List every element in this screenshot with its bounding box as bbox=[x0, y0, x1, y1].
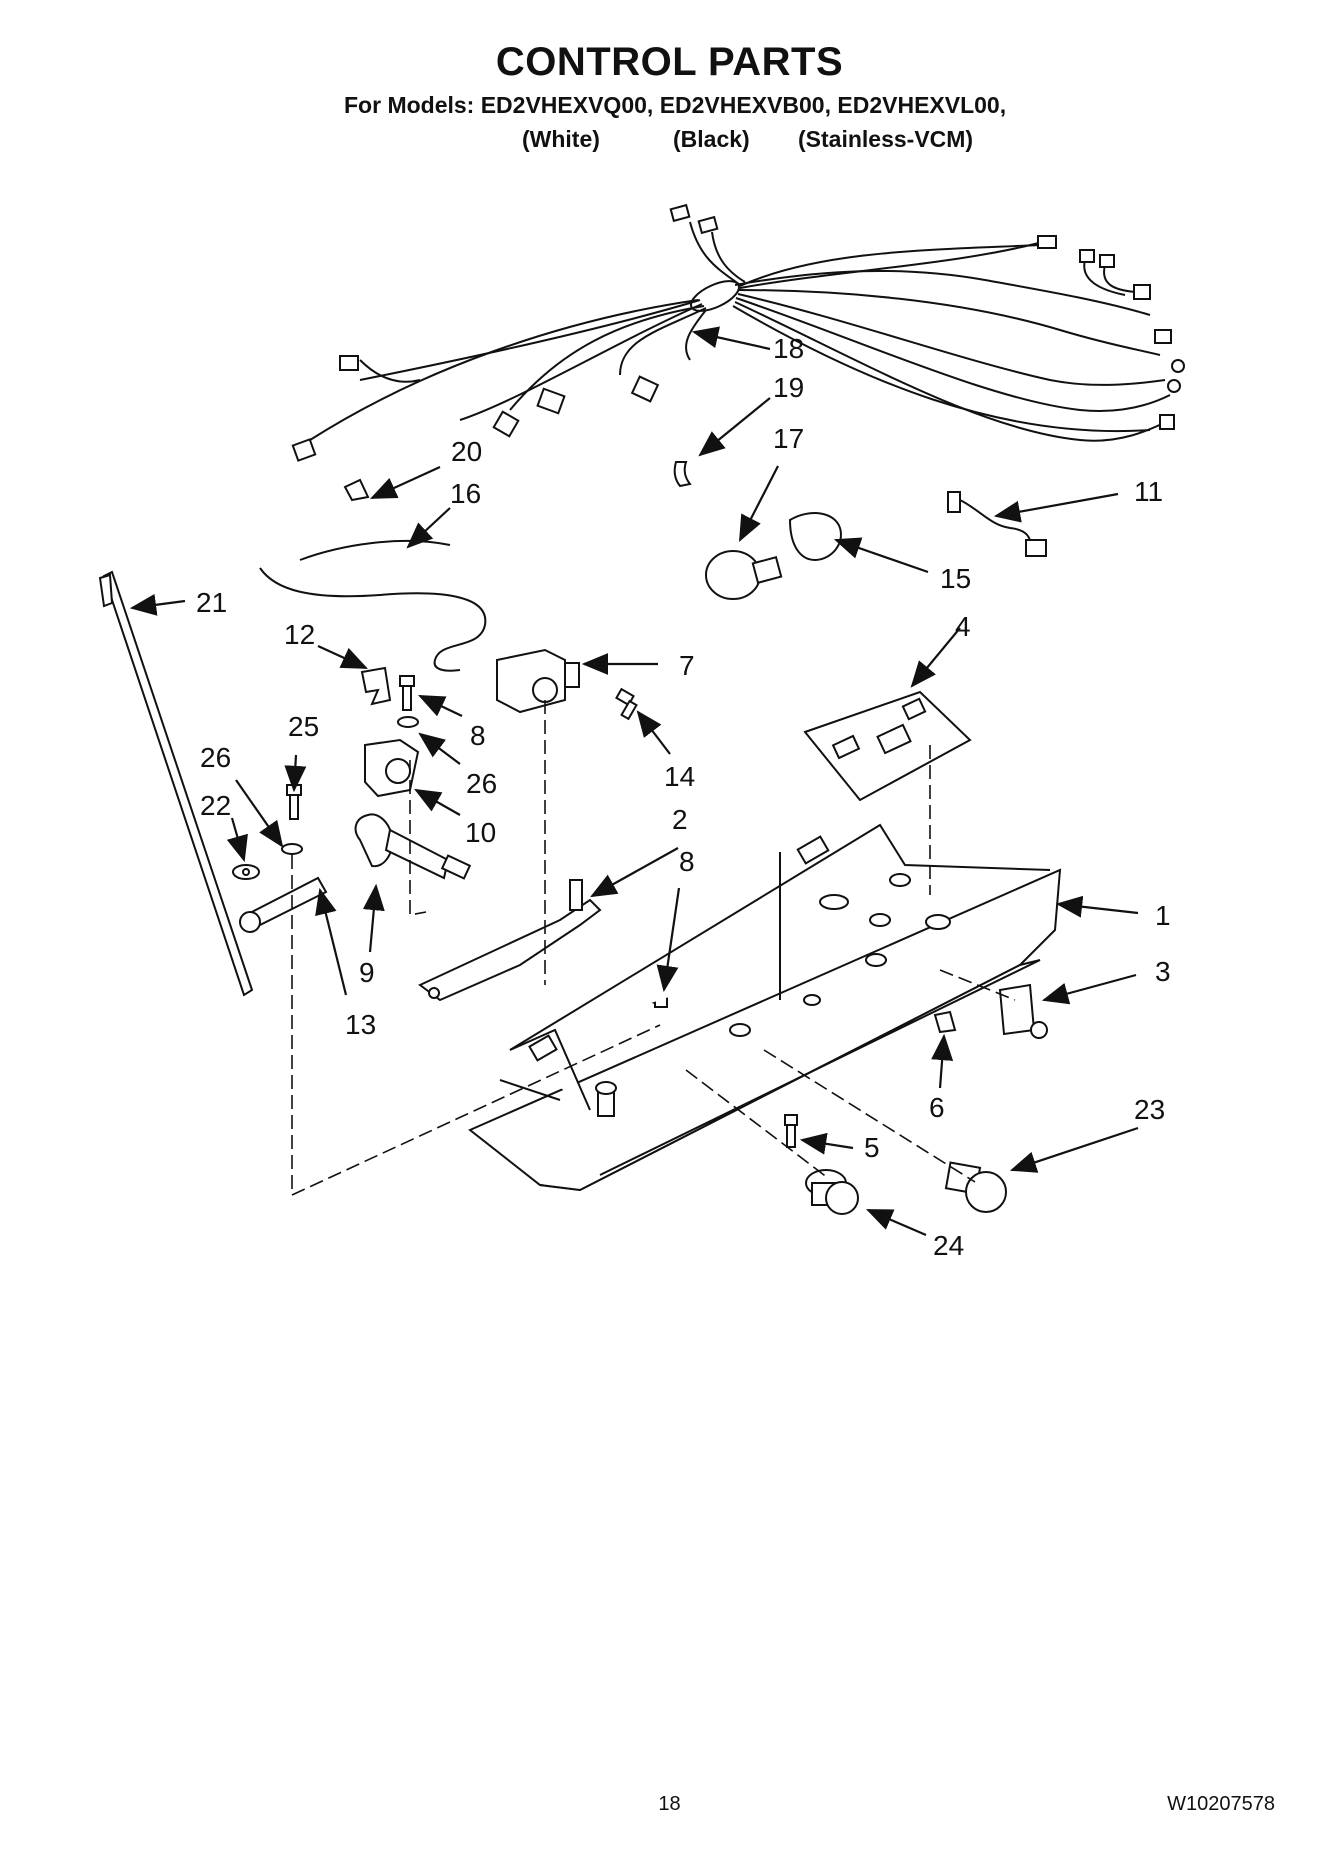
control-housing bbox=[468, 823, 1062, 1192]
page-title: CONTROL PARTS bbox=[495, 40, 844, 84]
callout-22: 22 bbox=[200, 790, 231, 821]
callout-3: 3 bbox=[1155, 956, 1171, 987]
button bbox=[933, 1010, 957, 1034]
thermostat bbox=[496, 648, 580, 714]
callout-1: 1 bbox=[1155, 900, 1171, 931]
lamp-socket bbox=[788, 512, 842, 562]
callout-17: 17 bbox=[773, 423, 804, 454]
tube bbox=[299, 540, 451, 561]
callout-6: 6 bbox=[929, 1092, 945, 1123]
thermostat-bracket bbox=[418, 898, 602, 1002]
callout-12: 12 bbox=[284, 619, 315, 650]
screw-14 bbox=[615, 687, 638, 721]
harness-clip bbox=[673, 461, 692, 488]
callout-23: 23 bbox=[1134, 1094, 1165, 1125]
screw bbox=[399, 675, 415, 711]
callout-21: 21 bbox=[196, 587, 227, 618]
washer bbox=[397, 716, 419, 728]
variant-white: (White) bbox=[522, 126, 600, 152]
callout-7: 7 bbox=[679, 650, 695, 681]
callout-4: 4 bbox=[955, 611, 971, 642]
callout-26a: 26 bbox=[200, 742, 231, 773]
light-bulb bbox=[705, 550, 783, 600]
callout-2: 2 bbox=[672, 804, 688, 835]
wire-clip bbox=[343, 478, 370, 502]
leader-lines bbox=[129, 326, 1139, 1237]
callout-26b: 26 bbox=[466, 768, 497, 799]
cable-rod bbox=[102, 570, 254, 997]
button-23 bbox=[944, 1161, 1007, 1213]
callout-15: 15 bbox=[940, 563, 971, 594]
callout-8a: 8 bbox=[470, 720, 486, 751]
callout-25: 25 bbox=[288, 711, 319, 742]
callout-18: 18 bbox=[773, 333, 804, 364]
control-knob bbox=[354, 813, 472, 880]
button-24 bbox=[805, 1169, 859, 1215]
document-code: W10207578 bbox=[1167, 1793, 1275, 1815]
callout-20: 20 bbox=[451, 436, 482, 467]
wire-harness bbox=[291, 203, 1185, 462]
spring-bracket bbox=[360, 666, 392, 706]
models-line: For Models: ED2VHEXVQ00, ED2VHEXVB00, ED… bbox=[344, 92, 1007, 118]
callout-16: 16 bbox=[450, 478, 481, 509]
callout-labels: 1 2 3 4 5 6 7 8 8 9 10 11 12 13 14 15 16… bbox=[196, 333, 1171, 1261]
variant-black: (Black) bbox=[673, 126, 750, 152]
control-board bbox=[803, 690, 972, 802]
callout-9: 9 bbox=[359, 957, 375, 988]
callout-11: 11 bbox=[1134, 476, 1163, 507]
switch bbox=[998, 983, 1036, 1036]
callout-13: 13 bbox=[345, 1009, 376, 1040]
callout-24: 24 bbox=[933, 1230, 964, 1261]
jumper-wire bbox=[947, 491, 1047, 557]
callout-5: 5 bbox=[864, 1132, 880, 1163]
callout-10: 10 bbox=[465, 817, 496, 848]
callout-8b: 8 bbox=[679, 846, 695, 877]
screw-5 bbox=[784, 1114, 798, 1126]
variant-stainless: (Stainless-VCM) bbox=[798, 126, 974, 152]
callout-14: 14 bbox=[664, 761, 695, 792]
callout-19: 19 bbox=[773, 372, 804, 403]
page-number: 18 bbox=[658, 1793, 681, 1815]
